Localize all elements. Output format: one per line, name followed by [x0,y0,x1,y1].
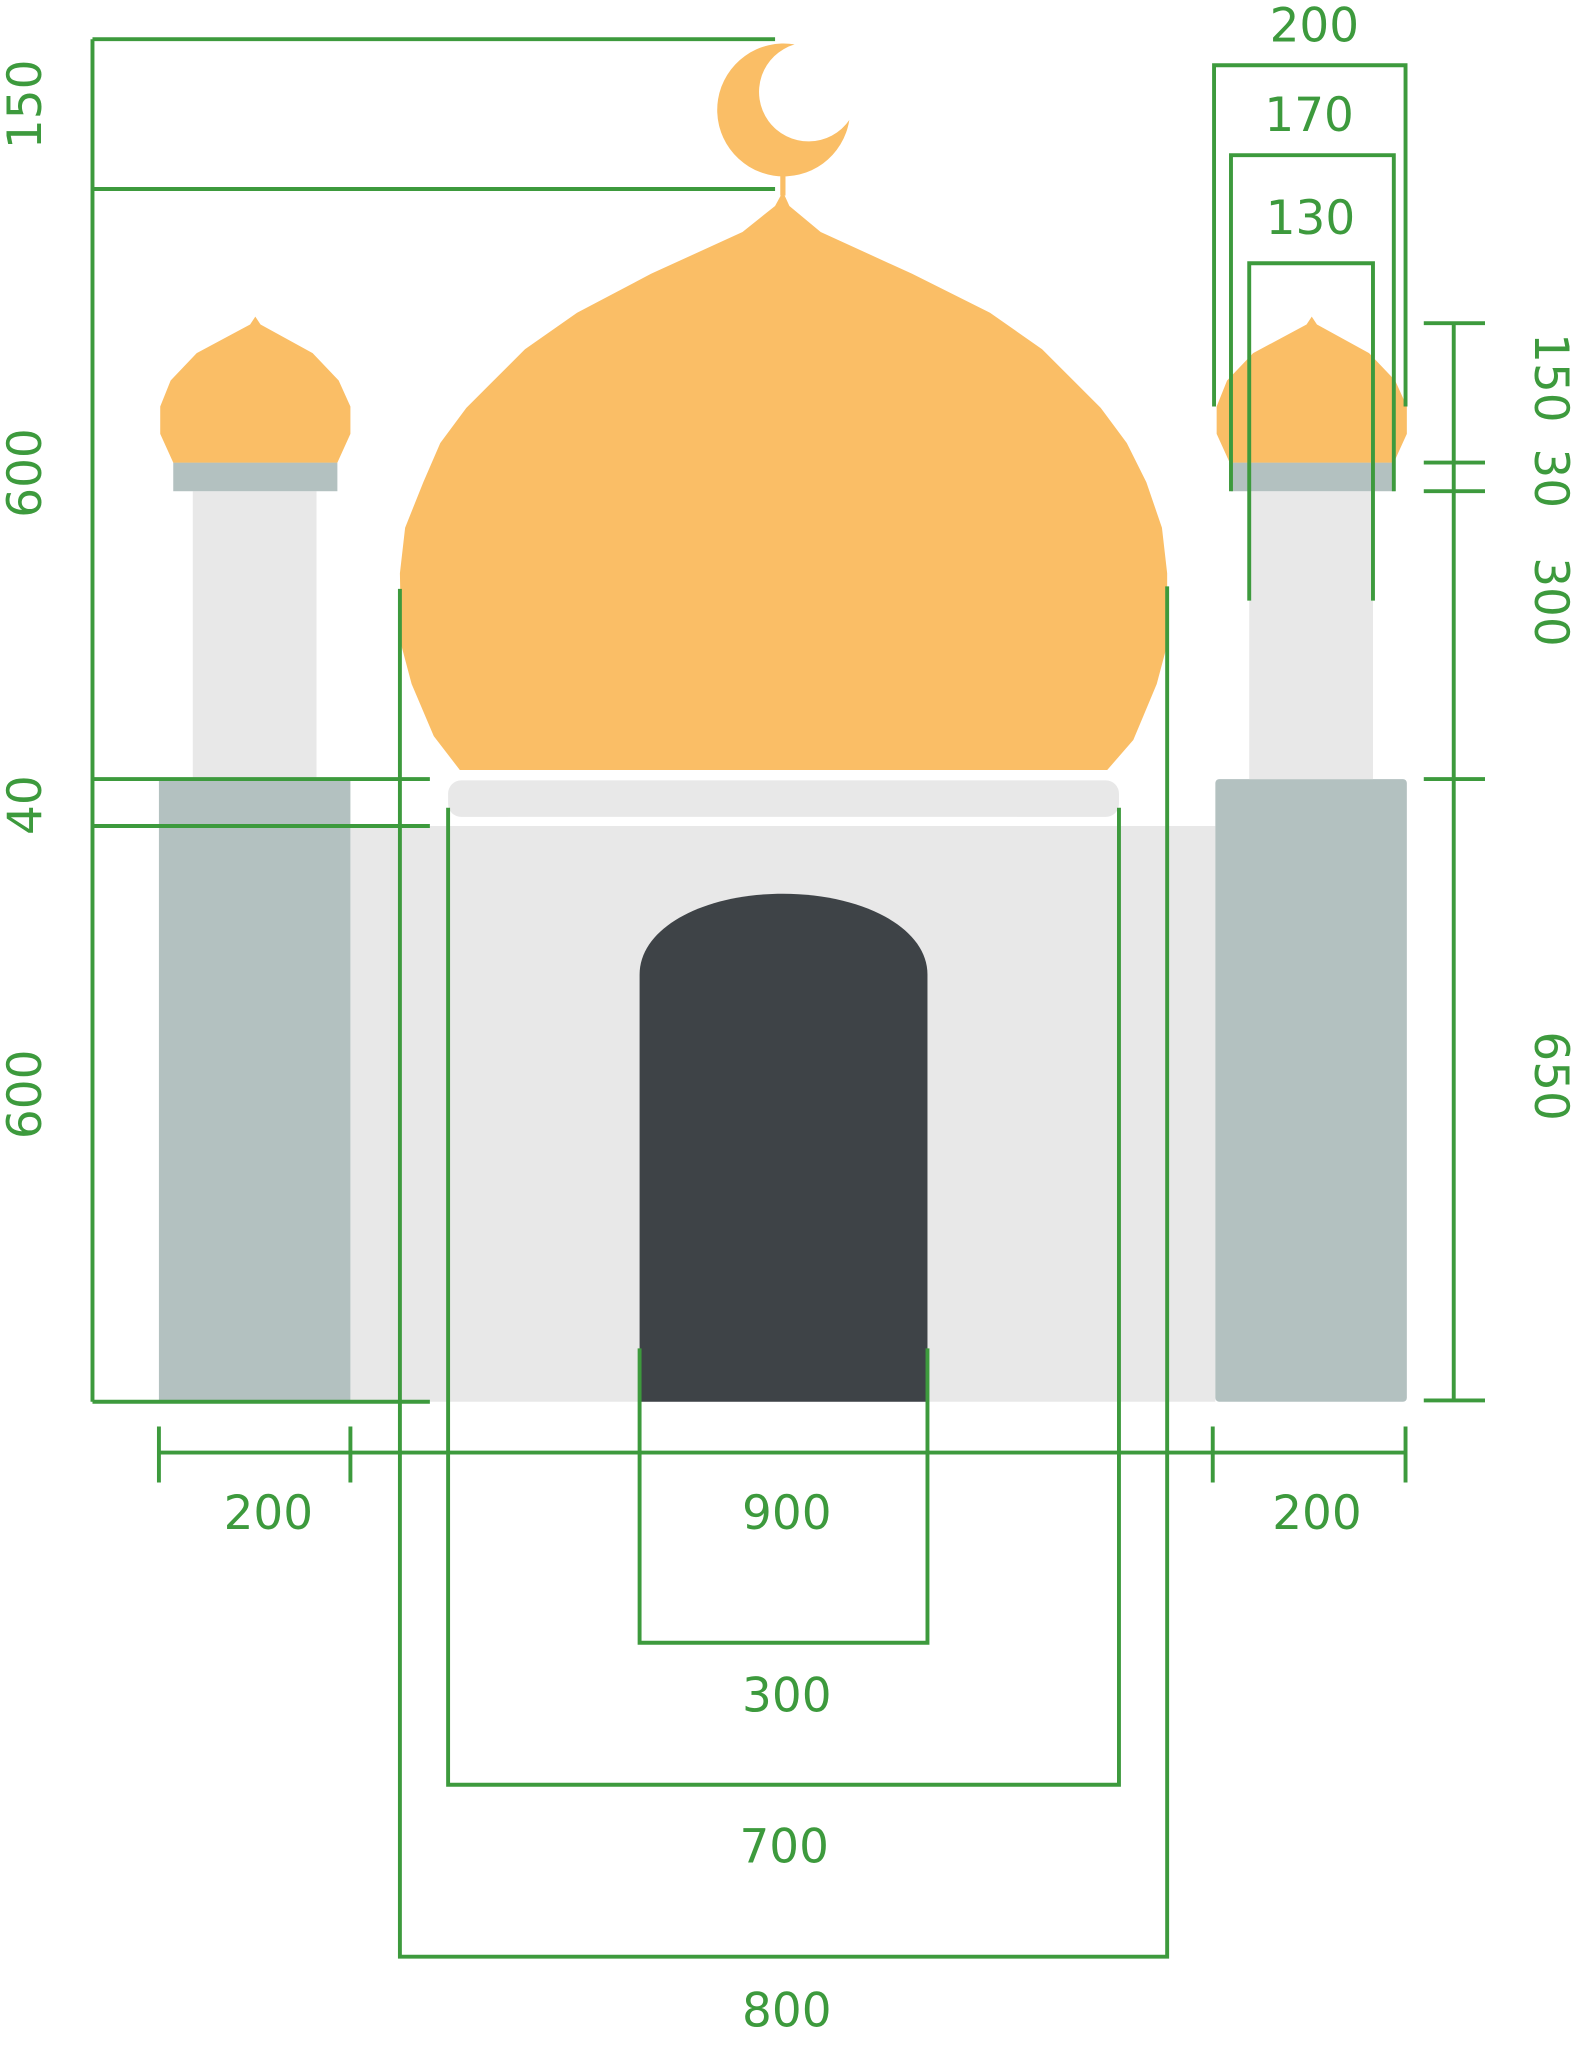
dim-ring-height: 30 [1523,448,1578,508]
left-dimension-lines [90,37,776,1404]
left-minaret-ring [173,462,338,492]
dim-shaft-width: 130 [1266,191,1355,246]
dim-base-height: 650 [1523,1031,1578,1120]
crescent-icon [717,43,850,177]
right-minaret-dome [1216,316,1407,463]
dim-crescent-height: 150 [0,60,53,149]
cornice [448,780,1119,817]
dim-dome-width: 800 [742,1984,831,2039]
main-dome [399,191,1168,770]
right-minaret-ring [1230,462,1396,492]
dim-left-minaret-width: 200 [224,1486,313,1541]
left-minaret-shaft [192,491,317,780]
right-dimension-lines [1423,321,1485,1403]
dim-wall-height: 600 [0,1050,53,1139]
left-minaret-base [158,779,351,1402]
dim-shaft-height: 300 [1523,557,1578,646]
right-minaret-shaft [1249,491,1373,780]
dim-minaret-dome-height: 150 [1523,333,1578,422]
top-dimension-lines [1212,63,1408,601]
dim-minaret-dome-width: 200 [1270,0,1359,53]
dim-dome-height: 600 [0,428,53,517]
right-minaret-base [1215,779,1407,1402]
dim-ring-width: 170 [1264,88,1353,143]
bottom-dimension-lines [156,586,1408,1959]
dome-spire [780,166,786,196]
dim-right-minaret-width: 200 [1272,1486,1361,1541]
door [639,893,928,1402]
dim-cornice-height: 40 [0,775,53,835]
dim-cornice-width: 700 [739,1819,828,1874]
left-minaret-dome [160,316,351,463]
dim-door-width: 300 [742,1668,831,1723]
dim-total-width: 900 [742,1486,831,1541]
